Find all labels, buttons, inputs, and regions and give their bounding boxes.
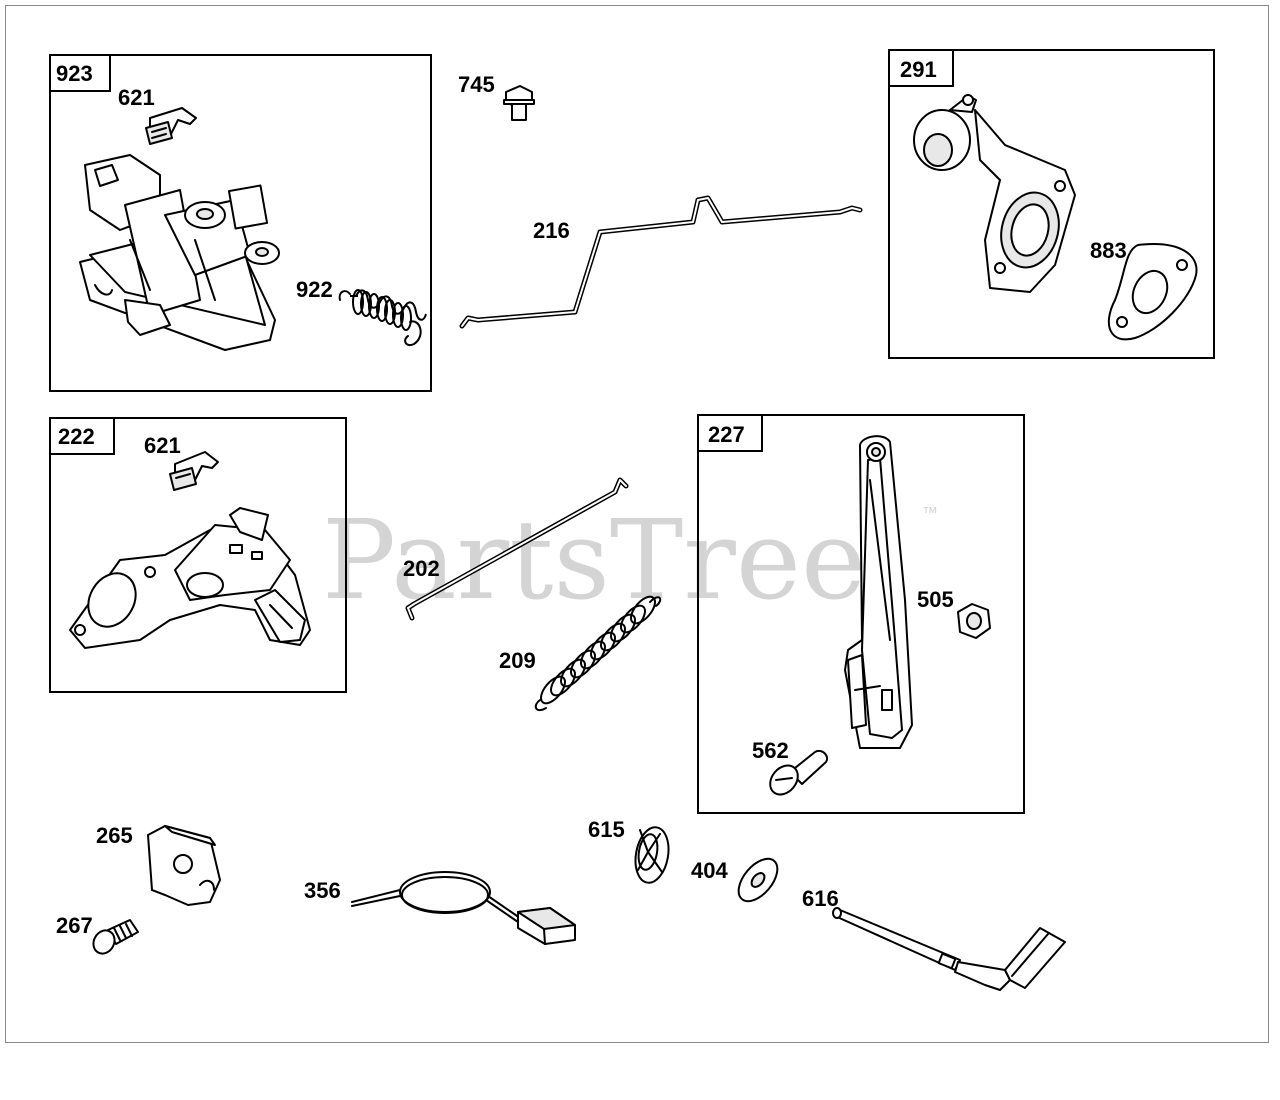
callout-265: 265 (96, 823, 133, 848)
callout-404: 404 (691, 858, 728, 883)
group-222[interactable]: 222 621 (49, 417, 347, 693)
part-291-elbow[interactable] (913, 94, 1076, 293)
callout-227: 227 (708, 422, 745, 447)
part-356-wire[interactable] (351, 871, 576, 945)
callout-216: 216 (533, 218, 570, 243)
diagram-frame (5, 5, 1269, 1043)
group-923-box (49, 54, 432, 392)
callout-621-a: 621 (118, 85, 155, 110)
callout-922: 922 (296, 277, 333, 302)
callout-562: 562 (752, 738, 789, 763)
part-209-spring[interactable] (534, 593, 662, 712)
callout-505: 505 (917, 587, 954, 612)
group-222-tag (49, 417, 115, 455)
watermark-tm: ™ (922, 505, 938, 522)
callout-209: 209 (499, 648, 536, 673)
group-291[interactable]: 291 883 (888, 49, 1215, 359)
part-562-pin[interactable] (765, 750, 828, 800)
part-404-washer[interactable] (731, 852, 785, 908)
callout-621-b: 621 (144, 433, 181, 458)
part-621-clip-b[interactable] (169, 451, 219, 491)
part-267-screw[interactable] (89, 919, 139, 957)
part-202-rod[interactable] (405, 477, 629, 621)
callout-267: 267 (56, 913, 93, 938)
group-227[interactable]: 227 505 562 (697, 414, 1025, 814)
part-616-shaft[interactable] (832, 907, 1066, 991)
part-922-spring[interactable] (338, 289, 427, 346)
callout-291: 291 (900, 57, 937, 82)
group-227-tag (697, 414, 763, 452)
part-923-bracket[interactable] (79, 154, 280, 351)
part-227-lever[interactable] (844, 435, 913, 749)
callout-923: 923 (56, 61, 93, 86)
part-621-clip-a[interactable] (145, 107, 197, 145)
callout-222: 222 (58, 424, 95, 449)
callout-356: 356 (304, 878, 341, 903)
part-222-bracket[interactable] (69, 507, 311, 649)
group-923-tag (49, 54, 111, 92)
part-216-link[interactable] (459, 195, 863, 329)
callout-883: 883 (1090, 238, 1127, 263)
group-227-box (697, 414, 1025, 814)
callout-616: 616 (802, 886, 839, 911)
part-265-bracket[interactable] (147, 825, 221, 906)
callout-202: 202 (403, 556, 440, 581)
part-505-nut[interactable] (957, 603, 991, 639)
part-615-grommet[interactable] (631, 825, 672, 886)
group-291-box (888, 49, 1215, 359)
part-883-gasket[interactable] (1107, 243, 1198, 341)
callout-615: 615 (588, 817, 625, 842)
group-222-box (49, 417, 347, 693)
group-923[interactable]: 923 621 922 (49, 54, 432, 392)
part-745-bolt[interactable] (503, 85, 535, 121)
callout-745: 745 (458, 72, 495, 97)
group-291-tag (888, 49, 954, 87)
